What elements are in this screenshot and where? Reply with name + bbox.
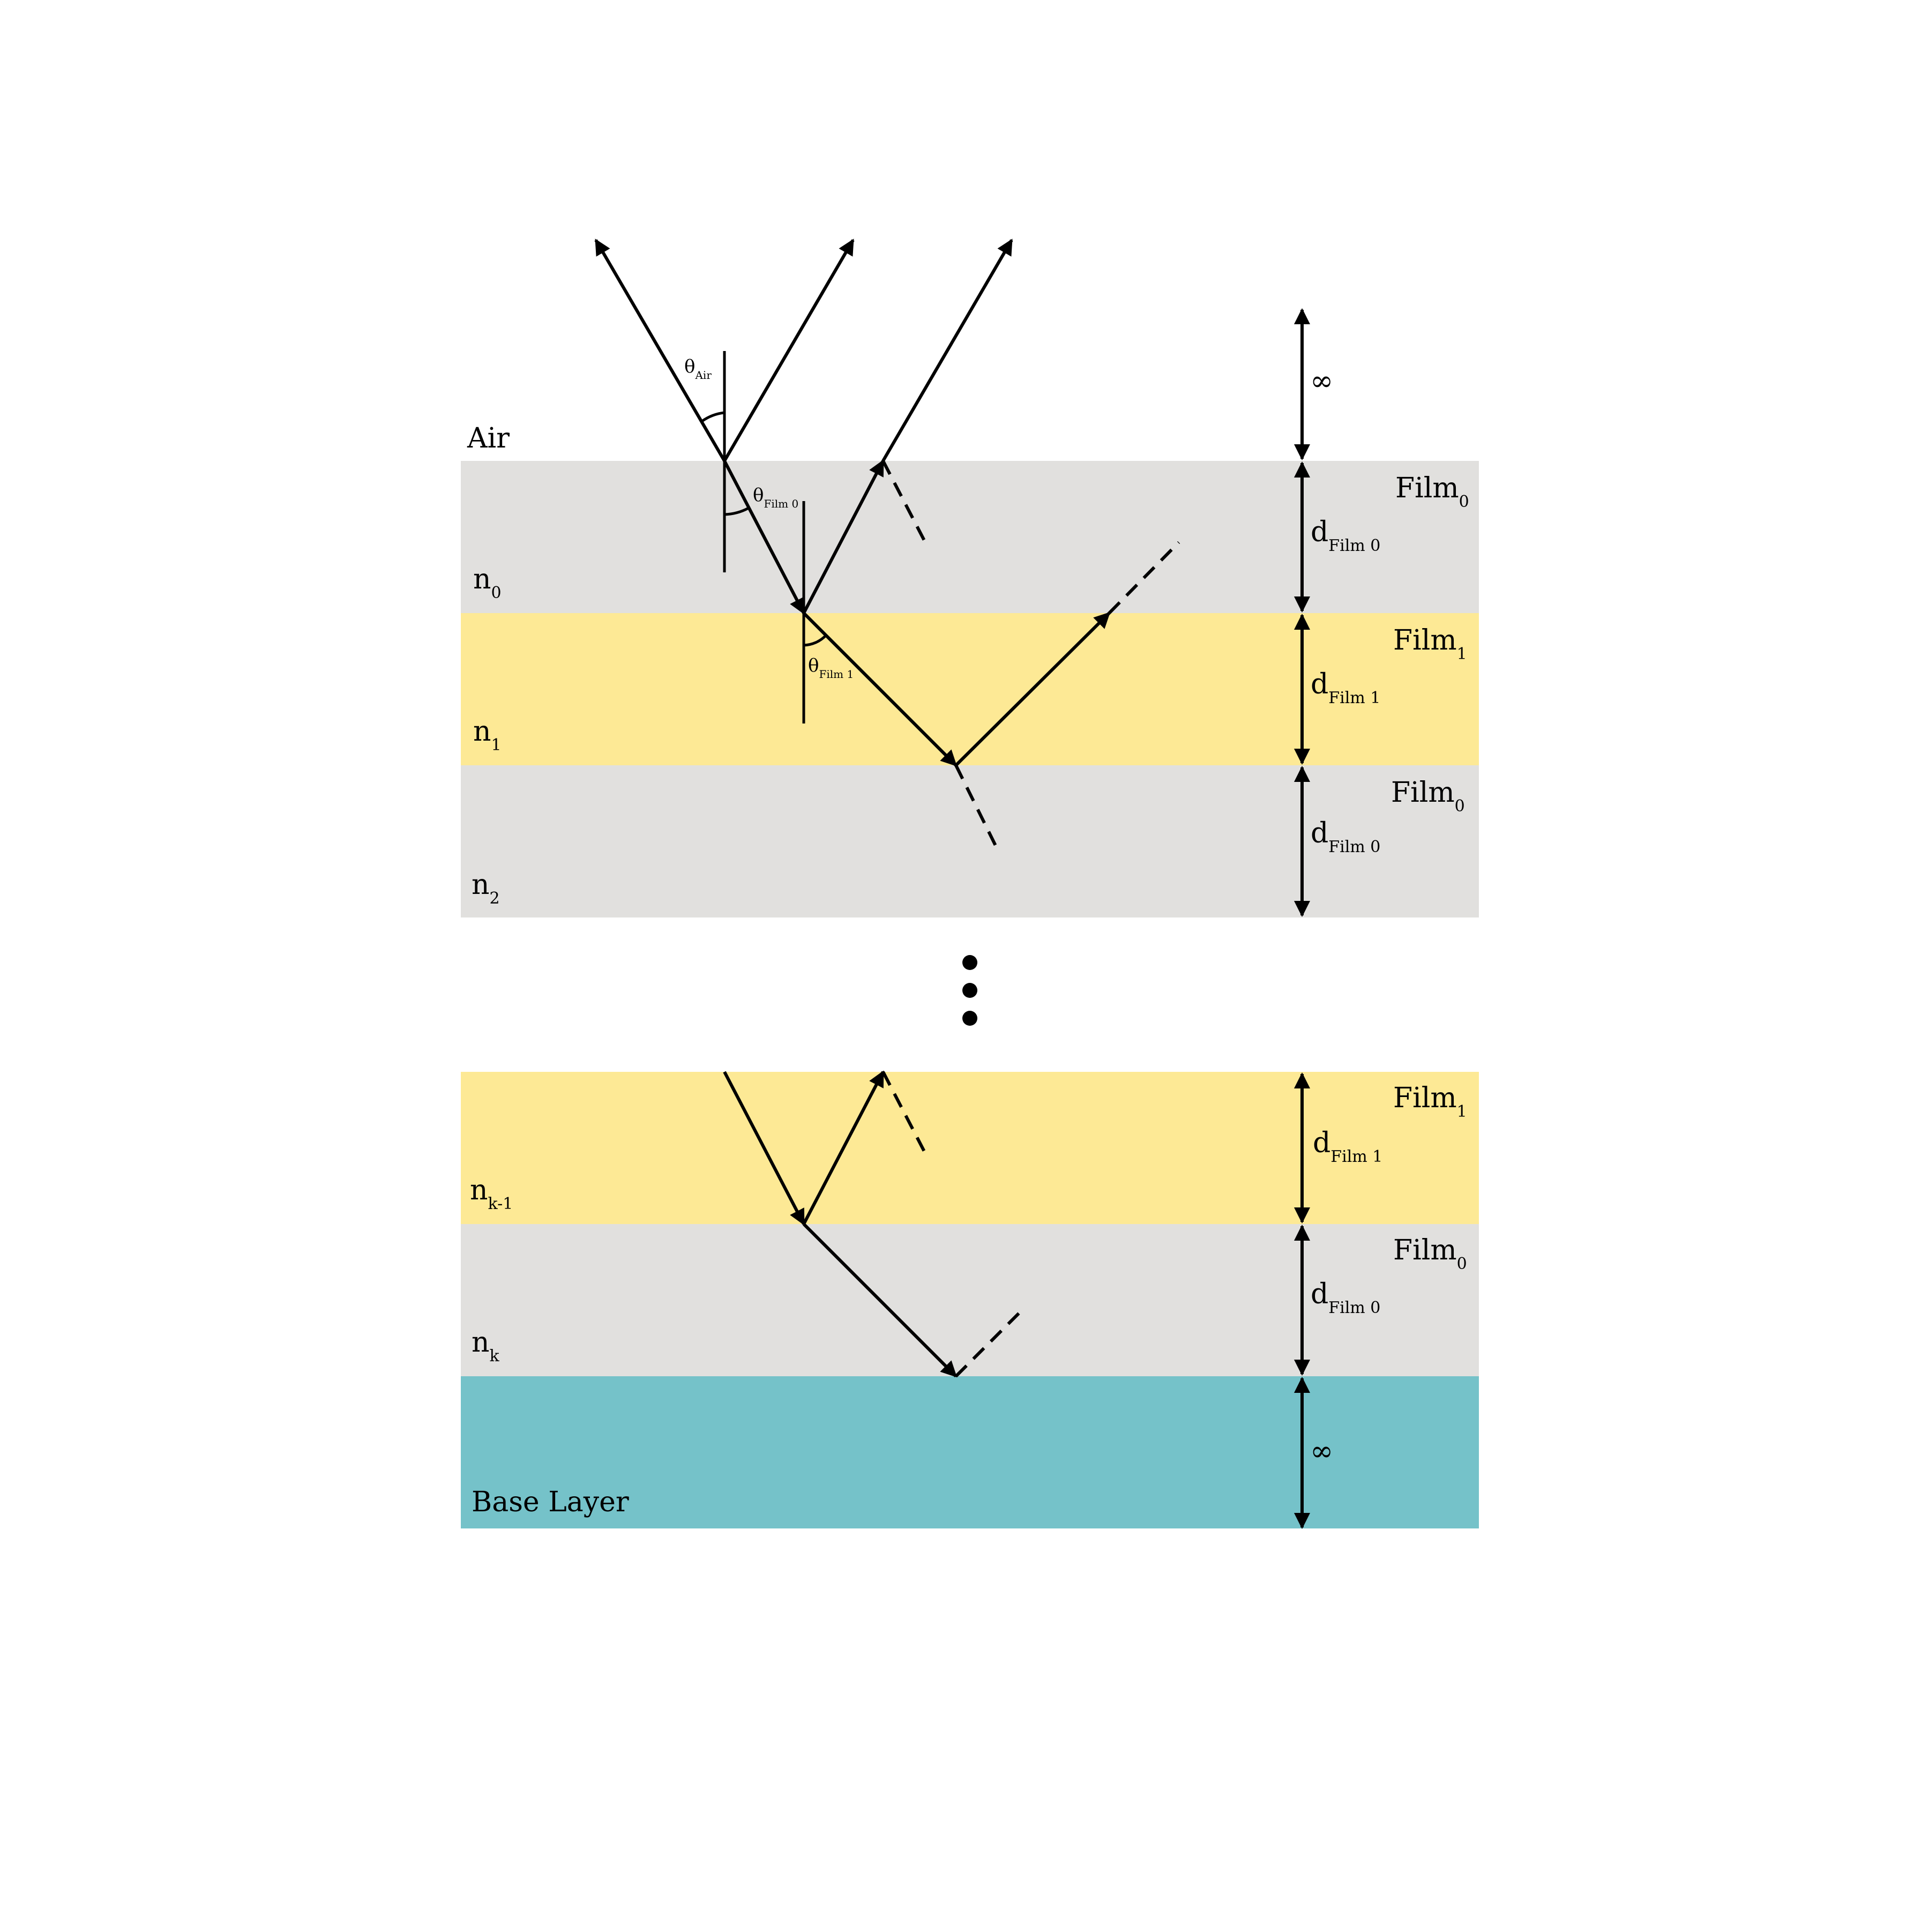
- thickness-label-layer-k-1: dFilm 1: [1313, 1127, 1382, 1166]
- reflected-ray-lower-film1: [802, 1070, 885, 1225]
- ellipsis-dot: [962, 955, 977, 970]
- base-layer-label: Base Layer: [472, 1486, 629, 1518]
- reflected-ray-air: [723, 238, 855, 462]
- film-label-layer-k-1: Film1: [1393, 1082, 1467, 1121]
- film-label-layer-2: Film0: [1391, 777, 1465, 816]
- reflected-ray-film1: [954, 611, 1111, 767]
- n-label-layer-k-1: nk-1: [470, 1174, 513, 1213]
- thickness-label-layer-2: dFilm 0: [1311, 817, 1380, 856]
- thickness-label-layer-1: dFilm 1: [1311, 668, 1380, 707]
- angle-arc-film1: [803, 635, 827, 647]
- n-label-layer-2: n2: [472, 869, 500, 908]
- ellipsis-dot: [962, 983, 977, 998]
- incident-ray: [594, 238, 726, 462]
- n-label-layer-k: nk: [472, 1326, 500, 1366]
- angle-arc-air: [701, 411, 725, 423]
- n-label-layer-1: n1: [473, 715, 502, 755]
- reflected-ray-film0: [802, 459, 885, 614]
- refracted-ray-film1: [802, 611, 958, 767]
- ray-into-lower-film1: [723, 1071, 805, 1226]
- film-label-layer-1: Film1: [1393, 624, 1467, 663]
- angle-label-film0: θFilm 0: [753, 484, 798, 510]
- n-label-layer-0: n0: [473, 563, 502, 602]
- dashed-continuation-1: [881, 460, 930, 549]
- angle-label-air: θAir: [684, 356, 712, 382]
- dashed-continuation-2: [1108, 541, 1180, 615]
- thickness-label-layer-0: dFilm 0: [1311, 516, 1380, 555]
- angle-label-film1: θFilm 1: [808, 655, 854, 681]
- film-label-layer-k: Film0: [1393, 1234, 1467, 1273]
- transmitted-ray-air-2: [881, 238, 1013, 462]
- infinity-top-label: ∞: [1310, 365, 1333, 397]
- angle-arc-film0: [724, 506, 750, 516]
- ellipsis-dots: [962, 955, 977, 1026]
- dashed-continuation-4: [881, 1071, 930, 1160]
- refracted-ray-lower-film0: [802, 1222, 958, 1378]
- infinity-bottom-label: ∞: [1310, 1435, 1333, 1467]
- refracted-ray-film0: [723, 460, 805, 615]
- dashed-continuation-5: [954, 1305, 1027, 1378]
- air-label: Air: [467, 422, 510, 454]
- ellipsis-dot: [962, 1011, 977, 1026]
- film-label-layer-0: Film0: [1395, 472, 1469, 511]
- thickness-label-layer-k: dFilm 0: [1311, 1278, 1380, 1317]
- dashed-continuation-3: [954, 764, 1000, 853]
